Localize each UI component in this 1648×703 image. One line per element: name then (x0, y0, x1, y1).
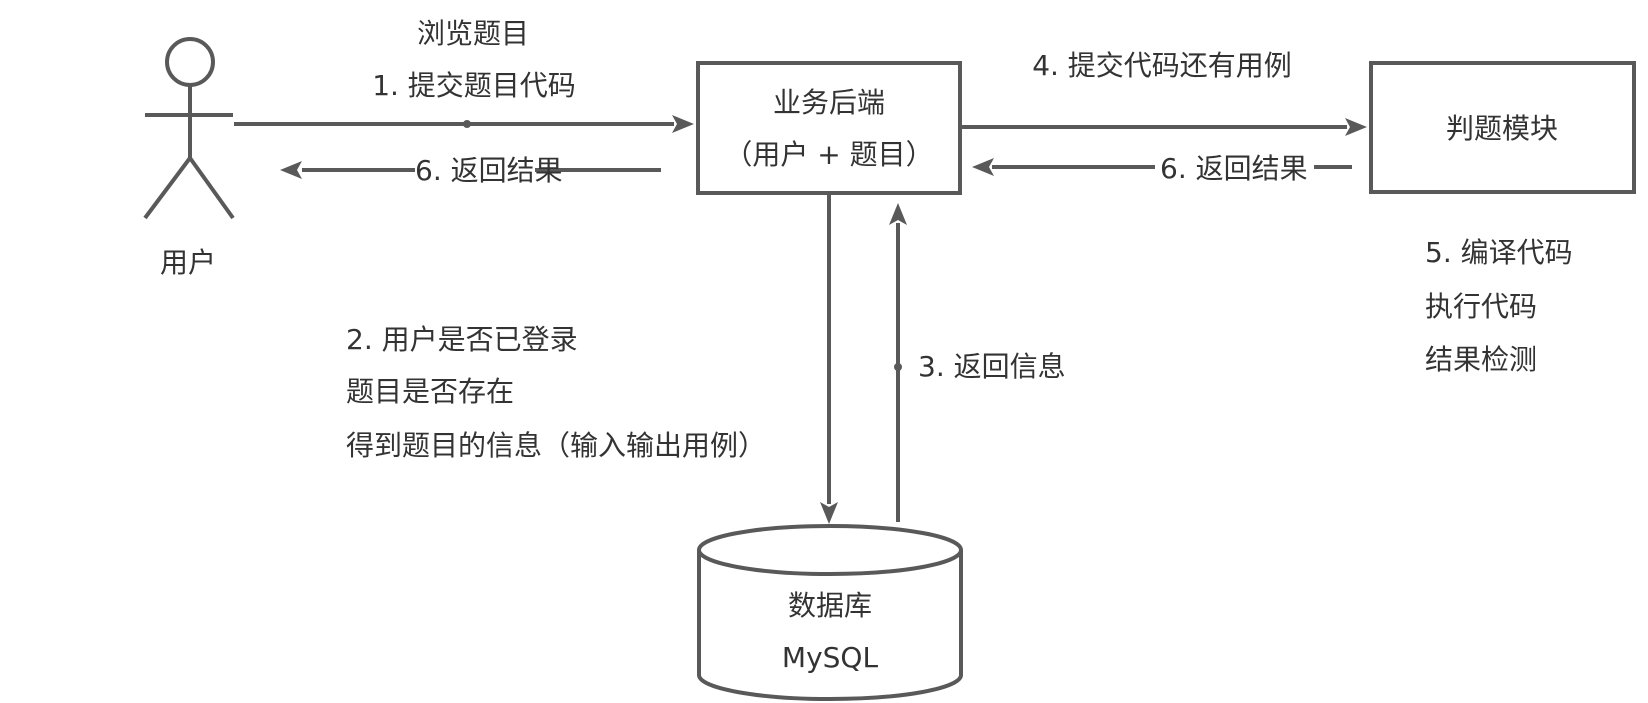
actor-right-leg (188, 156, 235, 220)
edge-backend-to-judge: 4. 提交代码还有用例 (962, 49, 1367, 136)
judge-node: 判题模块 (1369, 61, 1636, 194)
edge-label-submit-code: 4. 提交代码还有用例 (1032, 49, 1292, 82)
backend-box (696, 61, 962, 195)
edge-label-browse: 浏览题目 (417, 17, 529, 50)
judge-note-execute: 执行代码 (1425, 290, 1537, 323)
arrowhead (889, 203, 907, 225)
edge-label-return-user: 6. 返回结果 (415, 154, 563, 187)
database-engine: MySQL (782, 641, 879, 674)
edge-backend-to-user: 6. 返回结果 (280, 154, 661, 187)
edge-label-return-backend: 6. 返回结果 (1160, 152, 1308, 185)
judge-note-check: 结果检测 (1425, 343, 1537, 376)
database-node: 数据库 MySQL (697, 524, 963, 701)
arrowhead (672, 115, 694, 133)
actor-label: 用户 (160, 246, 216, 279)
database-title: 数据库 (788, 589, 872, 622)
edge-label-fetch-info: 得到题目的信息（输入输出用例） (346, 429, 766, 462)
edge-label-return-info: 3. 返回信息 (918, 350, 1066, 383)
arrowhead (1345, 118, 1367, 136)
judge-label: 判题模块 (1446, 112, 1558, 145)
judge-box (1369, 61, 1636, 194)
edge-judge-to-backend: 6. 返回结果 (972, 152, 1352, 185)
edge-label-check-problem: 题目是否存在 (346, 375, 514, 408)
actor-head (165, 37, 215, 87)
database-body (697, 550, 963, 701)
arrowhead (820, 502, 838, 524)
edge-backend-to-db: 2. 用户是否已登录 题目是否存在 得到题目的信息（输入输出用例） (346, 195, 838, 524)
judge-notes: 5. 编译代码 执行代码 结果检测 (1425, 236, 1573, 376)
user-actor: 用户 (143, 37, 235, 279)
edge-label-check-login: 2. 用户是否已登录 (346, 323, 578, 356)
edge-waypoint (894, 363, 902, 371)
arrowhead (972, 158, 994, 176)
edge-label-submit: 1. 提交题目代码 (372, 69, 576, 102)
database-top (697, 524, 963, 576)
judge-note-compile: 5. 编译代码 (1425, 236, 1573, 269)
arrowhead (280, 161, 302, 179)
edge-db-to-backend: 3. 返回信息 (889, 203, 1066, 522)
actor-left-leg (143, 156, 192, 220)
backend-node: 业务后端 （用户 + 题目） (696, 61, 962, 195)
edge-waypoint (463, 120, 471, 128)
backend-subtitle: （用户 + 题目） (724, 138, 933, 171)
backend-title: 业务后端 (773, 86, 885, 119)
edge-user-to-backend: 浏览题目 1. 提交题目代码 (234, 17, 694, 133)
